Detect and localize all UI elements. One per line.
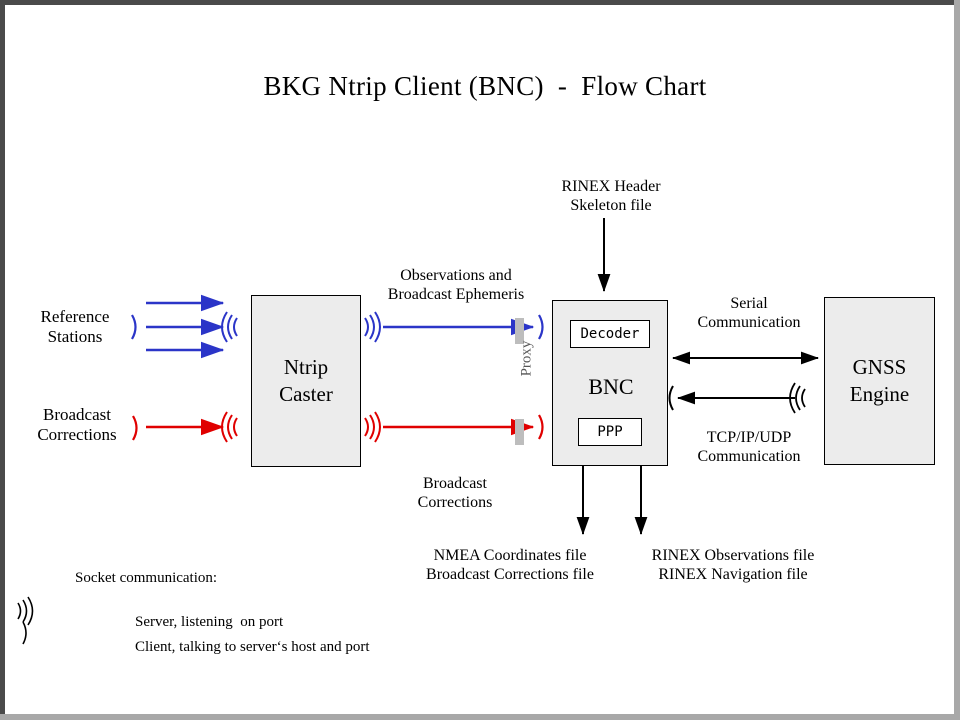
proxy-bar-corrections [515, 419, 524, 445]
label-tcp-communication: TCP/IP/UDP Communication [697, 429, 801, 465]
legend-client-symbol [105, 639, 135, 656]
legend-client-text: Client, talking to server‘s host and por… [135, 639, 370, 656]
node-ppp-label: PPP [597, 424, 623, 440]
socket-client-icon-bnc-obs [538, 314, 544, 340]
label-broadcast-corrections-input: Broadcast Corrections [37, 405, 117, 445]
legend-server-text: Server, listening on port [135, 614, 284, 631]
node-decoder[interactable]: Decoder [570, 320, 650, 348]
node-decoder-label: Decoder [580, 326, 640, 342]
socket-server-icon-caster-out-corr [364, 411, 381, 443]
label-reference-stations: Reference Stations [40, 307, 110, 347]
socket-client-icon-bnc-corr [538, 414, 544, 440]
label-observations-ephemeris: Observations and Broadcast Ephemeris [387, 267, 525, 303]
proxy-label: Proxy [518, 340, 535, 377]
socket-server-icon-caster-obs [221, 311, 238, 343]
label-serial-communication: Serial Communication [697, 295, 801, 331]
proxy-bar-observations [515, 318, 524, 344]
label-output-files-right: RINEX Observations file RINEX Navigation… [651, 547, 815, 583]
label-rinex-header-skeleton: RINEX Header Skeleton file [561, 178, 661, 214]
socket-client-icon-bnc-tcp [668, 385, 674, 411]
legend-item-server: Server, listening on port [75, 597, 283, 648]
socket-server-icon-caster-corr [221, 411, 238, 443]
label-output-files-left: NMEA Coordinates file Broadcast Correcti… [426, 547, 594, 583]
legend-title: Socket communication: [75, 570, 218, 586]
node-bnc-label: BNC [588, 374, 634, 399]
node-gnss-engine[interactable]: GNSS Engine [824, 297, 935, 465]
legend-server-icon [17, 596, 34, 626]
legend-item-client: Client, talking to server‘s host and por… [75, 622, 370, 673]
frame-border-top [0, 0, 960, 5]
socket-server-icon-gnss [789, 382, 806, 414]
node-ntrip-caster-label: Ntrip Caster [279, 354, 333, 406]
page-title: BKG Ntrip Client (BNC) - Flow Chart [263, 71, 707, 101]
legend-client-icon [22, 621, 27, 645]
socket-server-icon-caster-out-obs [364, 311, 381, 343]
frame-border-bottom [0, 714, 960, 720]
frame-border-right [954, 0, 960, 720]
diagram-canvas: BKG Ntrip Client (BNC) - Flow Chart [5, 5, 954, 714]
label-broadcast-corrections-stream: Broadcast Corrections [417, 475, 493, 511]
node-ntrip-caster[interactable]: Ntrip Caster [251, 295, 361, 467]
node-gnss-engine-label: GNSS Engine [849, 354, 910, 406]
frame-border-left [0, 0, 5, 720]
node-ppp[interactable]: PPP [578, 418, 642, 446]
